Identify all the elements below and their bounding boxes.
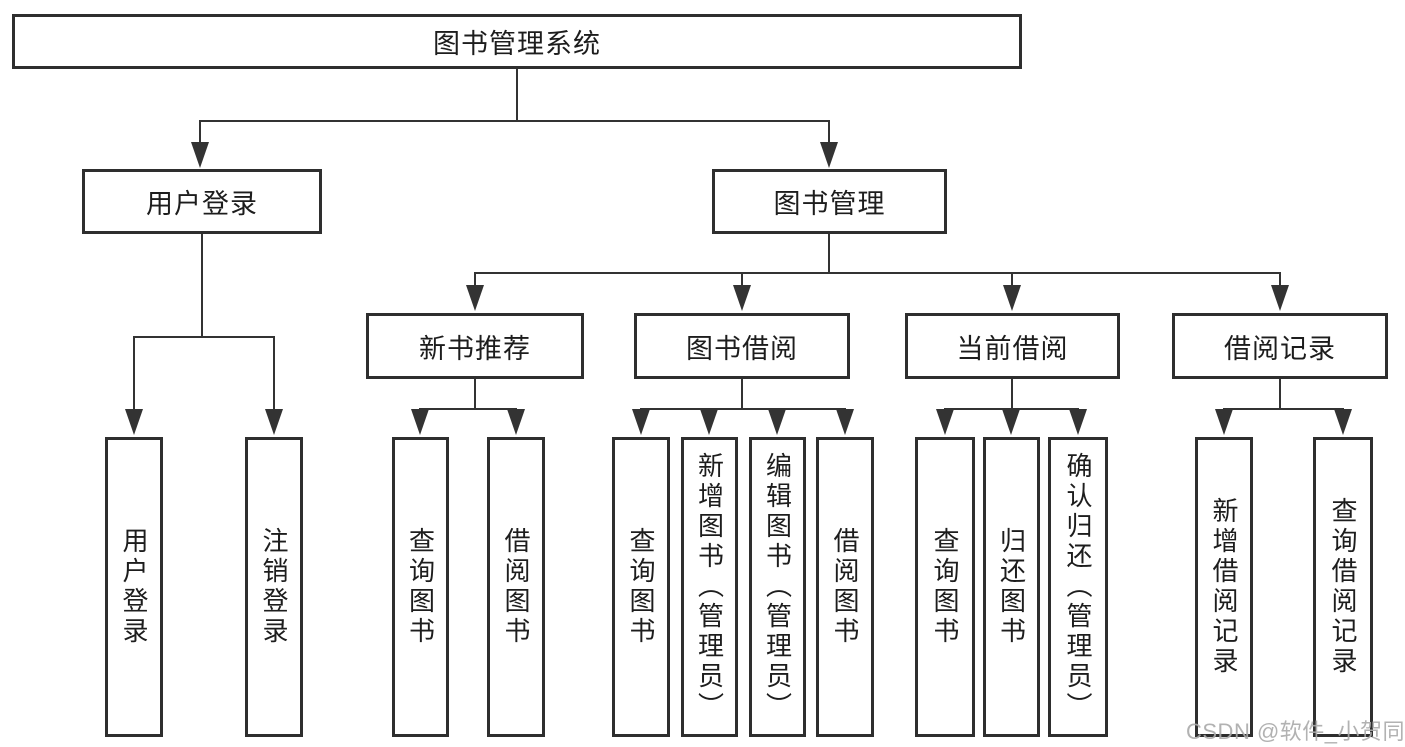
node-borrow-book-recommend: 借阅图书 <box>487 437 545 737</box>
connector-bar <box>1223 408 1344 410</box>
connector-stem <box>1279 379 1281 410</box>
connector-drop <box>741 272 743 289</box>
node-label-add-borrow-record: 新增借阅记录 <box>1209 497 1239 677</box>
node-label-new-book-recommend: 新书推荐 <box>419 333 531 364</box>
node-user-login-item: 用户登录 <box>105 437 163 737</box>
arrow-down-icon <box>411 409 429 435</box>
arrow-down-icon <box>1002 409 1020 435</box>
connector-bar <box>640 408 846 410</box>
connector-bar <box>199 120 830 122</box>
node-query-book-borrow: 查询图书 <box>612 437 670 737</box>
arrow-down-icon <box>125 409 143 435</box>
node-label-borrow-record: 借阅记录 <box>1224 333 1336 364</box>
node-book-management: 图书管理 <box>712 169 947 234</box>
node-confirm-return-admin: 确认归还（管理员） <box>1048 437 1108 737</box>
node-borrow-book-item: 借阅图书 <box>816 437 874 737</box>
arrow-down-icon <box>768 409 786 435</box>
arrow-down-icon <box>1215 409 1233 435</box>
node-label-book-borrow: 图书借阅 <box>686 333 798 364</box>
connector-stem <box>1011 379 1013 410</box>
node-label-borrow-book-item: 借阅图书 <box>830 527 860 647</box>
connector-stem <box>828 234 830 274</box>
connector-stem <box>516 69 518 122</box>
node-book-borrow: 图书借阅 <box>634 313 850 379</box>
arrow-down-icon <box>733 285 751 311</box>
connector-bar <box>419 408 517 410</box>
node-label-query-book-borrow: 查询图书 <box>626 527 656 647</box>
arrow-down-icon <box>507 409 525 435</box>
node-root: 图书管理系统 <box>12 14 1022 69</box>
node-logout-item: 注销登录 <box>245 437 303 737</box>
node-add-book-admin: 新增图书（管理员） <box>681 437 738 737</box>
node-new-book-recommend: 新书推荐 <box>366 313 584 379</box>
node-label-borrow-book-recommend: 借阅图书 <box>501 527 531 647</box>
arrow-down-icon <box>936 409 954 435</box>
node-edit-book-admin: 编辑图书（管理员） <box>749 437 806 737</box>
node-user-login: 用户登录 <box>82 169 322 234</box>
node-current-borrow: 当前借阅 <box>905 313 1120 379</box>
node-add-borrow-record: 新增借阅记录 <box>1195 437 1253 737</box>
arrow-down-icon <box>265 409 283 435</box>
connector-stem <box>741 379 743 410</box>
connector-drop <box>828 120 830 146</box>
node-label-confirm-return-admin: 确认归还（管理员） <box>1063 452 1093 722</box>
node-label-query-book-current: 查询图书 <box>930 527 960 647</box>
node-label-user-login: 用户登录 <box>146 189 258 219</box>
connector-stem <box>201 234 203 338</box>
connector-drop <box>474 272 476 289</box>
node-query-book-recommend: 查询图书 <box>392 437 449 737</box>
arrow-down-icon <box>700 409 718 435</box>
arrow-down-icon <box>836 409 854 435</box>
node-label-query-book-recommend: 查询图书 <box>405 527 436 647</box>
node-query-borrow-record: 查询借阅记录 <box>1313 437 1373 737</box>
arrow-down-icon <box>466 285 484 311</box>
arrow-down-icon <box>1069 409 1087 435</box>
connector-bar <box>133 336 275 338</box>
connector-stem <box>474 379 476 410</box>
node-label-edit-book-admin: 编辑图书（管理员） <box>762 452 793 722</box>
node-query-book-current: 查询图书 <box>915 437 975 737</box>
connector-drop <box>1011 272 1013 289</box>
node-label-return-book: 归还图书 <box>996 527 1027 647</box>
watermark-text: CSDN @软件_小贺同学 <box>1186 719 1405 744</box>
arrow-down-icon <box>191 142 209 168</box>
arrow-down-icon <box>820 142 838 168</box>
arrow-down-icon <box>1003 285 1021 311</box>
arrow-down-icon <box>632 409 650 435</box>
node-label-logout-item: 注销登录 <box>259 527 289 647</box>
connector-drop <box>1279 272 1281 289</box>
node-borrow-record: 借阅记录 <box>1172 313 1388 379</box>
connector-drop <box>199 120 201 146</box>
node-label-book-management: 图书管理 <box>773 189 886 219</box>
node-label-query-borrow-record: 查询借阅记录 <box>1328 497 1358 677</box>
node-return-book: 归还图书 <box>983 437 1040 737</box>
connector-drop <box>273 336 275 413</box>
connector-drop <box>133 336 135 413</box>
arrow-down-icon <box>1271 285 1289 311</box>
connector-bar <box>474 272 1281 274</box>
node-label-add-book-admin: 新增图书（管理员） <box>694 452 725 722</box>
node-label-root: 图书管理系统 <box>433 29 601 59</box>
node-label-user-login-item: 用户登录 <box>119 527 149 647</box>
arrow-down-icon <box>1334 409 1352 435</box>
node-label-current-borrow: 当前借阅 <box>956 333 1069 364</box>
